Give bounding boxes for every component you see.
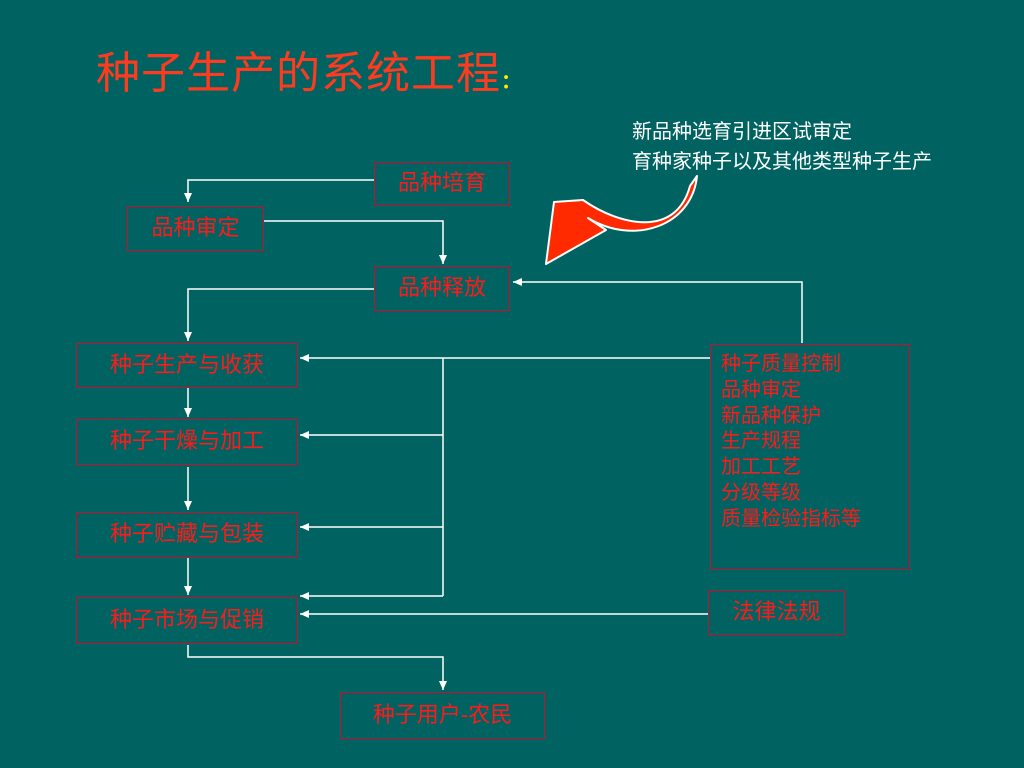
node-users: 种子用户-农民: [340, 692, 545, 739]
connector-release-production: [184, 288, 374, 341]
note-line-1: 新品种选育引进区试审定: [632, 119, 852, 143]
node-approval: 品种审定: [127, 206, 264, 251]
connector-approval-release: [264, 220, 447, 264]
node-processing: 种子干燥与加工: [76, 419, 298, 465]
quality-control-item: 质量检验指标等: [721, 505, 861, 530]
quality-control-item: 加工工艺: [721, 454, 801, 479]
node-storage: 种子贮藏与包装: [76, 512, 298, 558]
node-production: 种子生产与收获: [76, 343, 298, 388]
page-title: 种子生产的系统工程:: [96, 48, 513, 99]
node-law: 法律法规: [708, 590, 845, 635]
quality-control-item: 种子质量控制: [721, 351, 841, 375]
quality-control-item: 新品种保护: [721, 402, 821, 427]
node-breeding: 品种培育: [374, 162, 510, 206]
quality-control-box: 种子质量控制品种审定新品种保护生产规程加工工艺分级等级质量检验指标等: [710, 344, 910, 570]
node-release: 品种释放: [374, 266, 510, 311]
title-colon: :: [501, 61, 513, 96]
connector-breeding-approval: [184, 179, 374, 202]
quality-control-item: 品种审定: [721, 376, 801, 401]
quality-control-item: 分级等级: [721, 479, 801, 504]
connector-market-users: [187, 645, 447, 690]
note-line-2: 育种家种子以及其他类型种子生产: [632, 149, 932, 173]
node-market: 种子市场与促销: [76, 597, 298, 644]
quality-control-item: 生产规程: [721, 428, 801, 453]
connector-qc-release: [513, 278, 803, 343]
curved-arrow-icon: [545, 175, 698, 265]
